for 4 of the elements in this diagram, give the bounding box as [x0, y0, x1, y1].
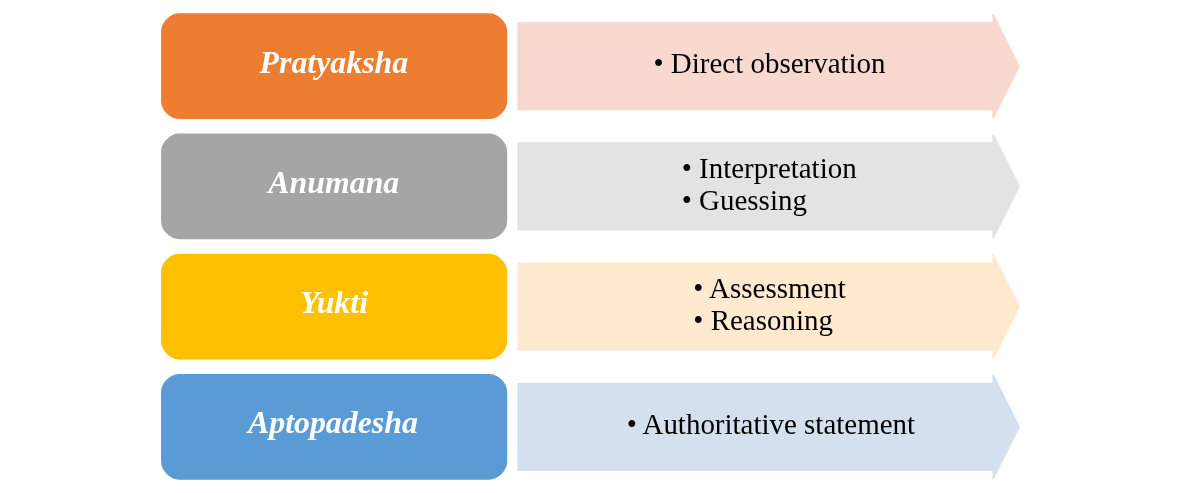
node-box: Yukti — [161, 253, 508, 360]
node-box: Pratyaksha — [161, 13, 508, 120]
node-box: Aptopadesha — [161, 373, 508, 480]
node-box: Anumana — [161, 133, 508, 240]
